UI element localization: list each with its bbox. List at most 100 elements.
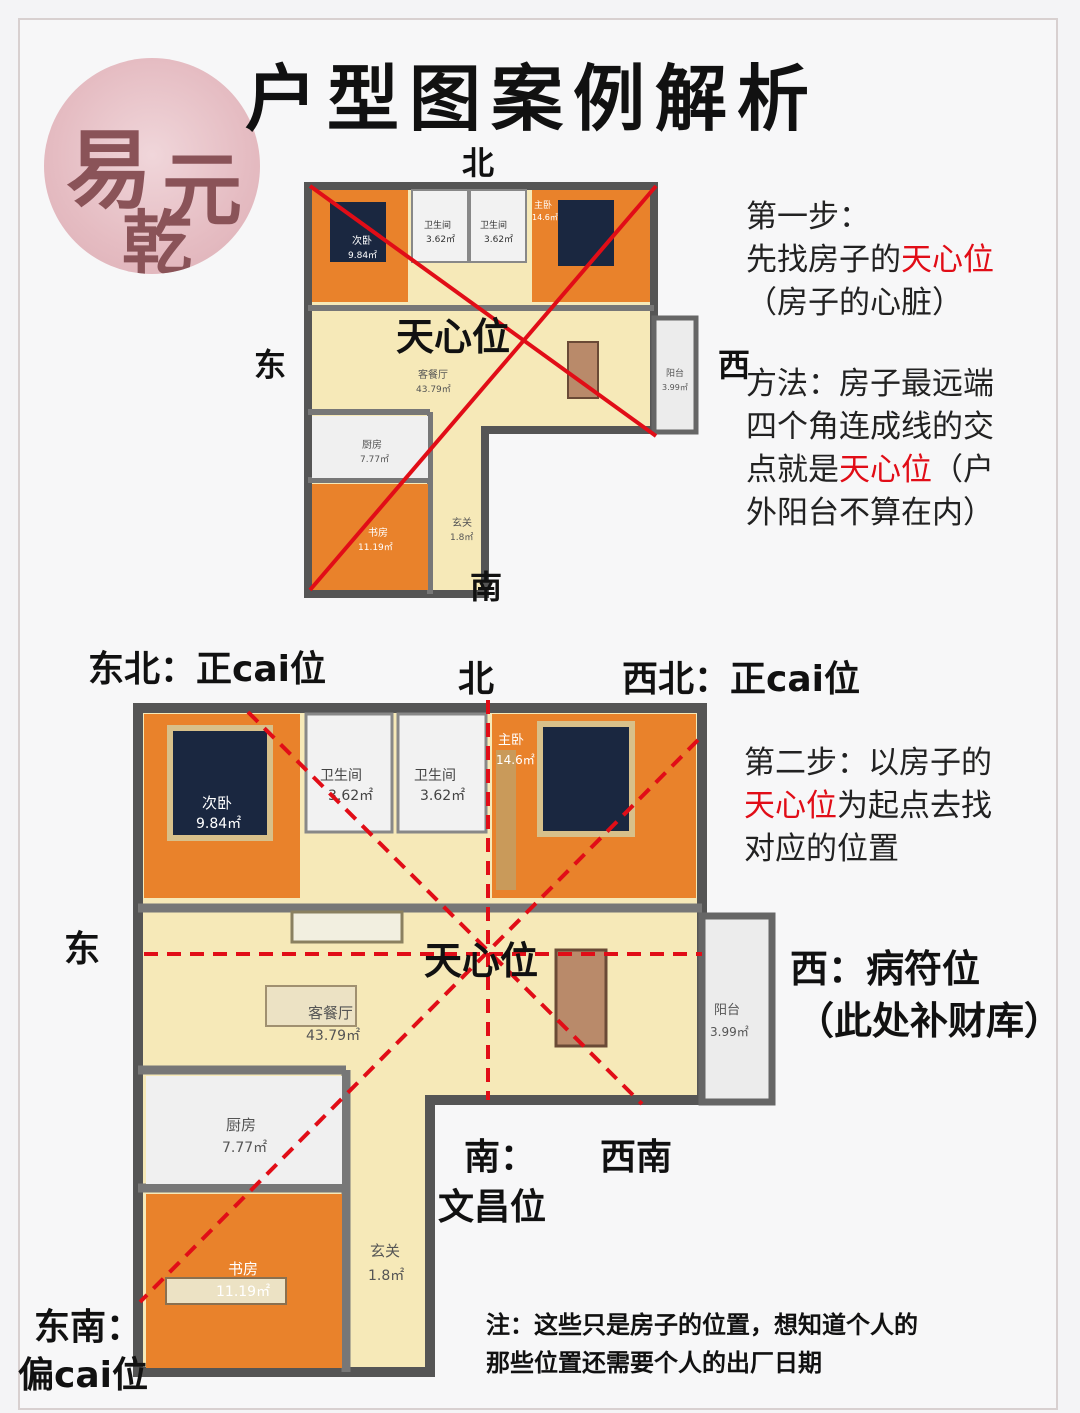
room-area-study-b: 11.19㎡ xyxy=(216,1284,270,1300)
room-area-entry: 1.8㎡ xyxy=(450,532,473,543)
step2-line2-red: 天心位 xyxy=(744,788,837,824)
room-label-entry-b: 玄关 xyxy=(370,1242,400,1260)
room-label-bath1-b: 卫生间 xyxy=(320,768,362,784)
method-line4: 外阳台不算在内） xyxy=(746,495,994,531)
desk xyxy=(165,1277,287,1305)
label-southeast: 东南： xyxy=(34,1307,143,1348)
direction-west-top: 西 xyxy=(718,346,751,384)
room-label-bath2-b: 卫生间 xyxy=(414,768,456,784)
coffee-table xyxy=(265,985,357,1027)
room-label-balcony-b: 阳台 xyxy=(714,1003,740,1018)
seal-char-1: 易 xyxy=(66,120,152,221)
method-line3-pre: 点就是 xyxy=(746,452,839,488)
room-area-bedroom-left: 9.84㎡ xyxy=(348,250,377,261)
step1-line1-pre: 先找房子的 xyxy=(746,242,901,278)
step1-line1: 先找房子的天心位 xyxy=(746,239,1046,282)
center-label-top: 天心位 xyxy=(396,315,510,359)
label-northeast: 东北：正cai位 xyxy=(88,649,326,690)
room-area-bath2-b: 3.62㎡ xyxy=(420,788,465,804)
direction-east-top: 东 xyxy=(254,346,287,384)
step1-line2: （房子的心脏） xyxy=(746,285,963,321)
label-west-bottom: 西：病符位 xyxy=(790,947,981,991)
method-line3-red: 天心位 xyxy=(839,452,932,488)
label-north-bottom: 北 xyxy=(458,659,495,700)
dining-table-bottom xyxy=(554,948,608,1048)
label-east-bottom: 东 xyxy=(64,929,101,970)
bed-main-bottom xyxy=(537,721,635,837)
bath1-room xyxy=(411,189,469,263)
room-label-study: 书房 xyxy=(368,526,388,539)
step1-text: 第一步： 先找房子的天心位 （房子的心脏） 方法：房子最远端 四个角连成线的交 … xyxy=(746,196,1046,535)
seal-logo: 易 元 乾 xyxy=(44,58,260,274)
room-label-balcony: 阳台 xyxy=(666,367,684,379)
room-label-bath1: 卫生间 xyxy=(424,219,451,231)
room-label-study-b: 书房 xyxy=(228,1260,258,1278)
direction-lines xyxy=(138,700,702,1304)
step2-line2-post: 为起点去找 xyxy=(837,788,992,824)
floor-plan-top: 次卧 9.84㎡ 卫生间 3.62㎡ 卫生间 3.62㎡ 主卧 14.6㎡ 客餐… xyxy=(304,182,699,598)
balcony-room-bottom xyxy=(698,912,776,1106)
bed-main xyxy=(558,200,614,266)
kitchen-room-bottom xyxy=(146,1076,342,1184)
room-label-living: 客餐厅 xyxy=(418,368,448,381)
room-label-kitchen-b: 厨房 xyxy=(226,1116,256,1134)
balcony-room xyxy=(651,315,699,435)
label-west-note: （此处补财库） xyxy=(796,999,1063,1043)
diagonal-line-1 xyxy=(308,184,658,438)
room-label-kitchen: 厨房 xyxy=(362,438,382,451)
floor-plan-bottom: 次卧 9.84㎡ 卫生间 3.62㎡ 卫生间 3.62㎡ 主卧 14.6㎡ 客餐… xyxy=(133,700,776,1377)
seal-char-3: 乾 xyxy=(122,202,192,274)
step2-line3: 对应的位置 xyxy=(744,831,899,867)
bed-left-bottom xyxy=(167,725,273,841)
diagonal-line-2 xyxy=(308,184,658,592)
room-area-balcony-b: 3.99㎡ xyxy=(710,1025,749,1039)
direction-north-top: 北 xyxy=(462,144,495,182)
room-label-bedroom-left: 次卧 xyxy=(352,234,372,247)
room-area-bath2: 3.62㎡ xyxy=(484,234,513,245)
method-line3-post: （户 xyxy=(932,452,994,488)
footnote-line1: 注：这些只是房子的位置，想知道个人的 xyxy=(486,1311,918,1339)
room-label-bedroom-main-b: 主卧 xyxy=(498,733,524,748)
room-area-bath1: 3.62㎡ xyxy=(426,234,455,245)
room-label-bedroom-main: 主卧 xyxy=(534,199,552,211)
room-area-living: 43.79㎡ xyxy=(416,384,451,395)
room-area-bedroom-left-b: 9.84㎡ xyxy=(196,816,241,832)
room-area-bath1-b: 3.62㎡ xyxy=(328,788,373,804)
label-south-bottom: 南： xyxy=(464,1137,537,1178)
room-area-balcony: 3.99㎡ xyxy=(662,383,688,392)
bath2-room xyxy=(469,189,527,263)
bath2-room-bottom xyxy=(396,712,488,834)
step2-line2: 天心位为起点去找 xyxy=(744,785,1044,828)
room-label-living-b: 客餐厅 xyxy=(308,1004,353,1022)
wardrobe xyxy=(496,750,516,890)
line-nw-se xyxy=(138,738,700,1304)
room-area-kitchen-b: 7.77㎡ xyxy=(222,1140,267,1156)
room-area-entry-b: 1.8㎡ xyxy=(368,1268,404,1284)
room-area-study: 11.19㎡ xyxy=(358,542,393,553)
room-label-bath2: 卫生间 xyxy=(480,219,507,231)
line-ne-sw xyxy=(246,710,644,1106)
label-southeast-note: 偏cai位 xyxy=(18,1355,148,1396)
label-south-note: 文昌位 xyxy=(438,1187,547,1228)
room-label-entry: 玄关 xyxy=(452,516,472,529)
method-line1: 方法：房子最远端 xyxy=(746,366,994,402)
page-title: 户型图案例解析 xyxy=(245,57,820,141)
kitchen-room xyxy=(312,416,428,478)
step2-line1: 第二步：以房子的 xyxy=(744,745,992,781)
step1-heading: 第一步： xyxy=(746,199,870,235)
seal-char-2: 元 xyxy=(162,143,242,237)
room-area-bedroom-main: 14.6㎡ xyxy=(532,213,558,222)
footnote-line2: 那些位置还需要个人的出厂日期 xyxy=(486,1349,822,1377)
step2-text: 第二步：以房子的 天心位为起点去找 对应的位置 xyxy=(744,742,1044,871)
step1-line1-red: 天心位 xyxy=(901,242,994,278)
room-label-bedroom-left-b: 次卧 xyxy=(202,794,232,812)
study-room xyxy=(312,484,428,590)
label-northwest: 西北：正cai位 xyxy=(622,659,860,700)
footnote: 注：这些只是房子的位置，想知道个人的 那些位置还需要个人的出厂日期 xyxy=(486,1306,1046,1382)
sofa xyxy=(290,910,404,944)
room-area-bedroom-main-b: 14.6㎡ xyxy=(496,753,535,767)
room-area-living-b: 43.79㎡ xyxy=(306,1028,360,1044)
label-southwest: 西南 xyxy=(600,1137,673,1178)
method-line3: 点就是天心位（户 xyxy=(746,449,1046,492)
center-label-bottom: 天心位 xyxy=(424,939,538,983)
